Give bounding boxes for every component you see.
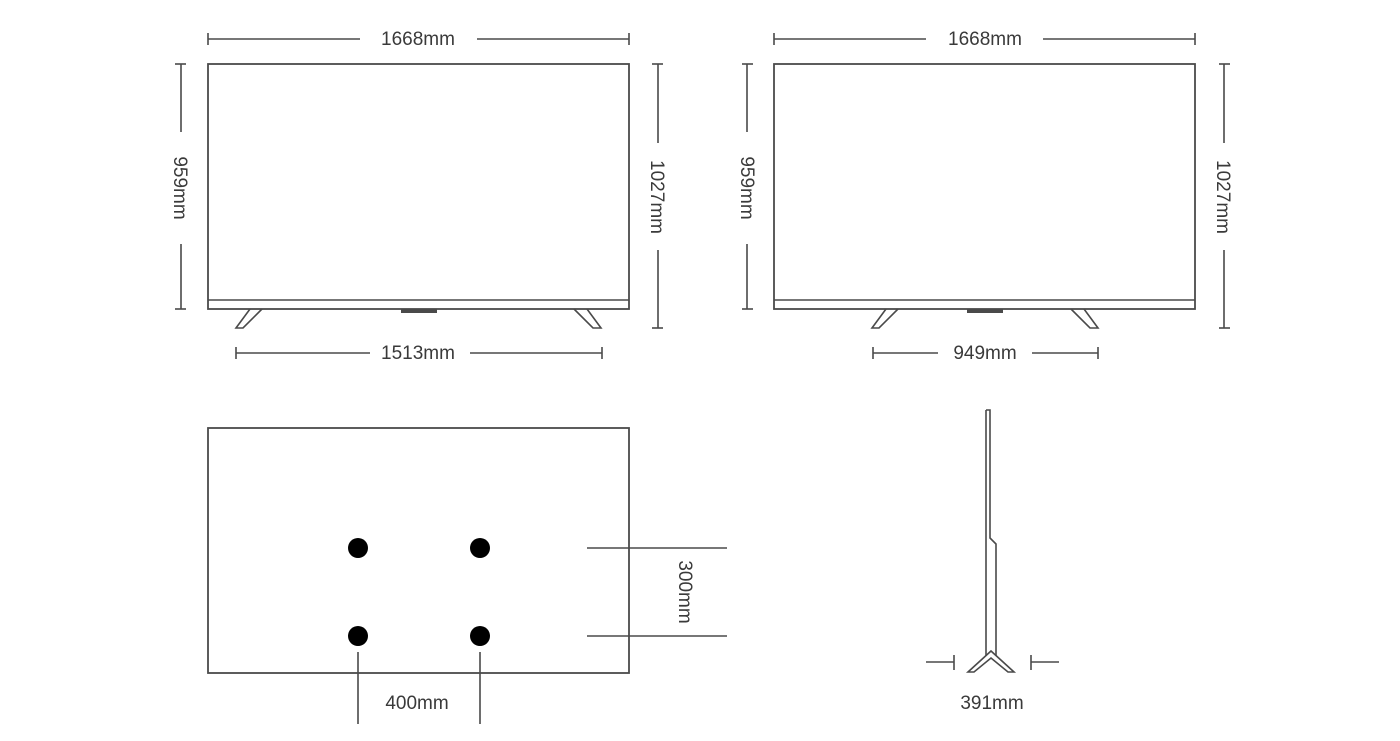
tv-front-body [207, 63, 630, 329]
stand-depth-label: 391mm [960, 693, 1023, 714]
side-view: 391mm [926, 409, 1059, 714]
width-dimension: 1668mm [773, 29, 1196, 50]
tv-side-profile [986, 409, 997, 656]
bottom-sensor [967, 309, 1003, 313]
mount-hole-top-left [348, 538, 368, 558]
vesa-vertical-dimension: 300mm [587, 547, 727, 637]
tv-front-body [773, 63, 1196, 329]
left-foot [870, 308, 899, 329]
width-label: 1668mm [381, 29, 455, 50]
screen-height-label: 959mm [169, 156, 190, 219]
width-label: 1668mm [948, 29, 1022, 50]
mount-hole-top-right [470, 538, 490, 558]
stand-width-dimension: 949mm [872, 343, 1099, 364]
mount-hole-bottom-right [470, 626, 490, 646]
side-stand [965, 649, 1017, 673]
screen-height-dimension: 959mm [736, 63, 757, 310]
screen-height-dimension: 959mm [169, 63, 190, 310]
total-height-label: 1027mm [646, 160, 667, 234]
stand-width-label: 1513mm [381, 343, 455, 364]
front-view-b: 1668mm 959mm 1027mm 949 [736, 29, 1233, 364]
back-view: 300mm 400mm [207, 427, 727, 724]
stand-width-label: 949mm [953, 343, 1016, 364]
screen-height-label: 959mm [736, 156, 757, 219]
right-foot [573, 308, 603, 329]
width-dimension: 1668mm [207, 29, 630, 50]
total-height-label: 1027mm [1212, 160, 1233, 234]
left-foot [234, 308, 263, 329]
vesa-vertical-label: 300mm [674, 560, 695, 623]
total-height-dimension: 1027mm [646, 63, 667, 329]
mount-hole-bottom-left [348, 626, 368, 646]
right-foot [1070, 308, 1100, 329]
stand-depth-dimension: 391mm [926, 655, 1059, 714]
vesa-horizontal-label: 400mm [385, 693, 448, 714]
stand-width-dimension: 1513mm [235, 343, 603, 364]
tv-back-body [207, 427, 630, 674]
vesa-horizontal-dimension: 400mm [357, 652, 481, 724]
front-view-a: 1668mm 959mm 1027mm [169, 29, 667, 364]
total-height-dimension: 1027mm [1212, 63, 1233, 329]
bottom-sensor [401, 309, 437, 313]
